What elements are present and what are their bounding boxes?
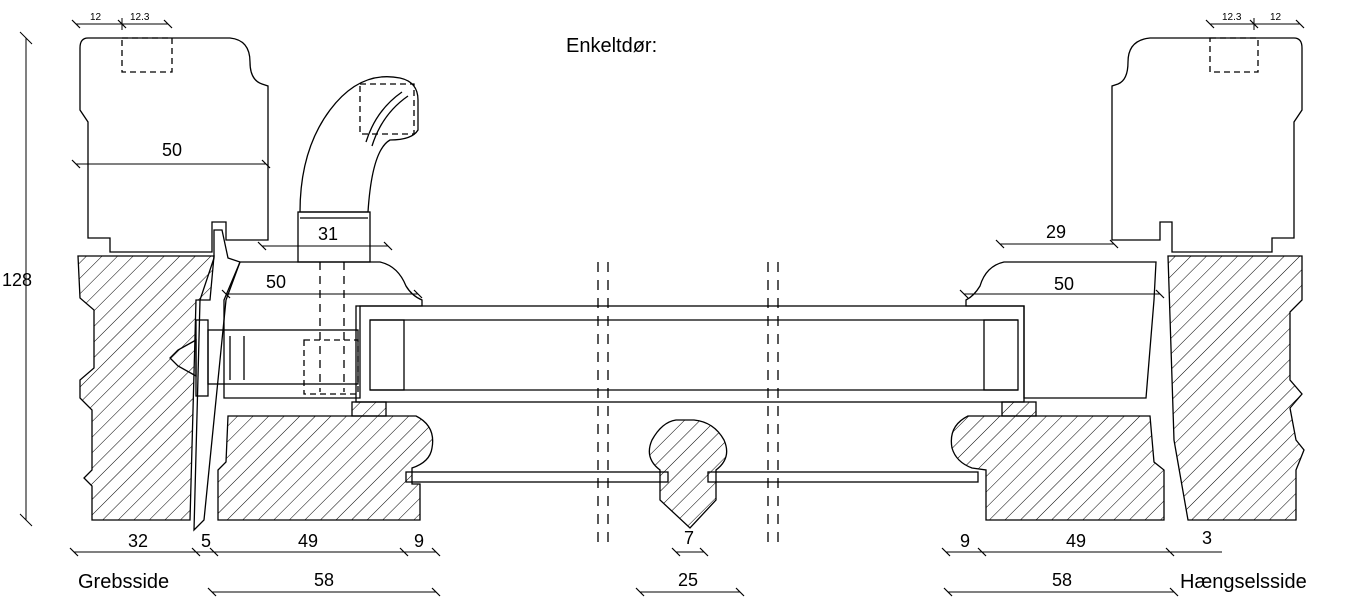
dim-bottom-5: 5 — [201, 531, 211, 551]
right-bottom-rail-hatched — [950, 415, 1165, 521]
dim-sash-right: 50 — [1054, 274, 1074, 294]
dim-overall-25: 25 — [678, 570, 698, 590]
dim-overall-58-right: 58 — [1052, 570, 1072, 590]
dim-bottom-32: 32 — [128, 531, 148, 551]
handle-grip-dashed — [359, 83, 415, 135]
left-side-label: Grebsside — [78, 571, 169, 593]
handle-lever — [299, 76, 419, 213]
dim-top-right-b: 12 — [1270, 12, 1282, 23]
glazing-bar-right — [707, 471, 979, 483]
dim-sash-left: 50 — [266, 272, 286, 292]
right-side-label: Hængselsside — [1180, 571, 1307, 593]
glass-unit-outer — [355, 305, 1025, 403]
dim-glass-stop-right: 29 — [1046, 222, 1066, 242]
dim-bottom-7: 7 — [684, 528, 694, 548]
dim-bottom-49-left: 49 — [298, 531, 318, 551]
right-frame-top-profile — [1111, 37, 1303, 253]
dim-frame-width-left: 50 — [162, 140, 182, 160]
left-bottom-rail-hatched — [217, 415, 434, 521]
gasket-left — [351, 401, 387, 417]
left-top-dowel-dashed — [121, 37, 173, 73]
glass-spacer-right — [983, 319, 1019, 391]
left-frame-top-profile — [79, 37, 269, 253]
dim-handle-width: 31 — [318, 224, 338, 244]
gasket-right — [1001, 401, 1037, 417]
dim-overall-58-left: 58 — [314, 570, 334, 590]
handle-grip-line — [365, 91, 403, 143]
glass-spacer-left — [369, 319, 405, 391]
drawing-title: Enkeltdør: — [566, 35, 657, 57]
dim-bottom-9-right: 9 — [960, 531, 970, 551]
left-frame-hatched — [77, 255, 215, 521]
lock-cylinder-dashed — [303, 339, 359, 395]
dim-bottom-3: 3 — [1202, 528, 1212, 548]
glazing-bar-left — [405, 471, 669, 483]
lock-bolt — [169, 338, 197, 378]
left-sash-strip — [193, 229, 241, 532]
handle-grip-line-2 — [371, 95, 409, 147]
dim-top-left-a: 12 — [90, 12, 102, 23]
center-mullion-hatched — [648, 419, 728, 529]
dim-bottom-49-right: 49 — [1066, 531, 1086, 551]
right-top-dowel-dashed — [1209, 37, 1259, 73]
dim-bottom-9-left: 9 — [414, 531, 424, 551]
dim-top-left-b: 12.3 — [130, 12, 150, 23]
right-frame-hatched — [1167, 255, 1305, 521]
break-lines — [597, 262, 779, 548]
dim-height: 128 — [2, 270, 32, 290]
dim-top-right-a: 12.3 — [1222, 12, 1242, 23]
